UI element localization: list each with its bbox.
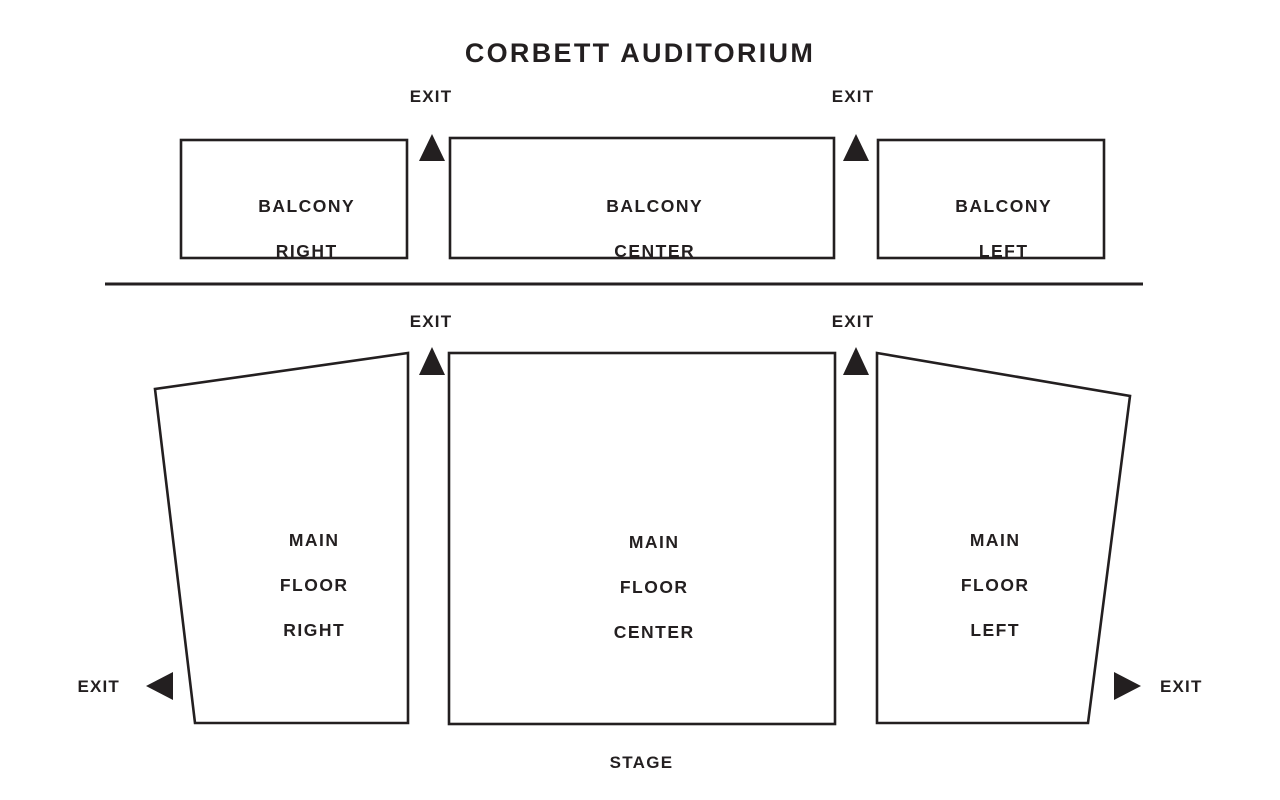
triangle-up-icon-balcony-inner-right [419, 134, 445, 161]
section-shape-balcony-left[interactable] [876, 138, 1106, 260]
section-label-line1: BALCONY [955, 196, 1053, 217]
section-label-line2: CENTER [614, 241, 696, 262]
section-label-line3: RIGHT [283, 619, 346, 640]
section-label-main-floor-right: MAIN FLOOR RIGHT [195, 507, 408, 664]
page-title: CORBETT AUDITORIUM [464, 38, 816, 68]
triangle-right-icon-main-side-left [1114, 672, 1141, 700]
section-label-line2: RIGHT [275, 241, 338, 262]
section-label-line3: LEFT [970, 619, 1021, 640]
triangle-up-icon-main-inner-left [843, 347, 869, 375]
section-label-line2: LEFT [978, 241, 1029, 262]
triangle-left-icon-main-side-right [146, 672, 173, 700]
exit-label-main-side-left: EXIT [1160, 677, 1203, 696]
triangle-up-icon-main-inner-right [419, 347, 445, 375]
section-label-line2: FLOOR [279, 575, 349, 596]
section-label-line1: MAIN [969, 530, 1021, 551]
section-label-line1: MAIN [288, 530, 340, 551]
section-label-main-floor-center: MAIN FLOOR CENTER [448, 509, 835, 666]
section-label-balcony-left: BALCONY LEFT [877, 173, 1105, 285]
section-shape-main-floor-center[interactable] [447, 351, 837, 726]
stage-label: STAGE [609, 753, 674, 772]
section-label-line2: FLOOR [960, 575, 1030, 596]
triangle-up-icon-balcony-inner-left [843, 134, 869, 161]
section-shape-main-floor-left[interactable] [875, 351, 1132, 725]
exit-label-balcony-inner-right: EXIT [409, 87, 453, 106]
section-label-line1: BALCONY [258, 196, 356, 217]
section-shape-balcony-center[interactable] [448, 136, 836, 260]
section-label-main-floor-left: MAIN FLOOR LEFT [877, 507, 1088, 664]
exit-label-main-inner-left: EXIT [831, 312, 875, 331]
section-shape-balcony-right[interactable] [179, 138, 409, 260]
exit-label-main-inner-right: EXIT [409, 312, 453, 331]
section-label-line1: MAIN [628, 532, 680, 553]
section-label-line2: FLOOR [619, 577, 689, 598]
section-shape-main-floor-right[interactable] [153, 351, 410, 725]
section-label-line1: BALCONY [606, 196, 704, 217]
section-label-line3: CENTER [613, 621, 695, 642]
section-label-balcony-right: BALCONY RIGHT [180, 173, 408, 285]
exit-label-balcony-inner-left: EXIT [831, 87, 875, 106]
exit-label-main-side-right: EXIT [77, 677, 120, 696]
section-label-balcony-center: BALCONY CENTER [449, 173, 835, 285]
